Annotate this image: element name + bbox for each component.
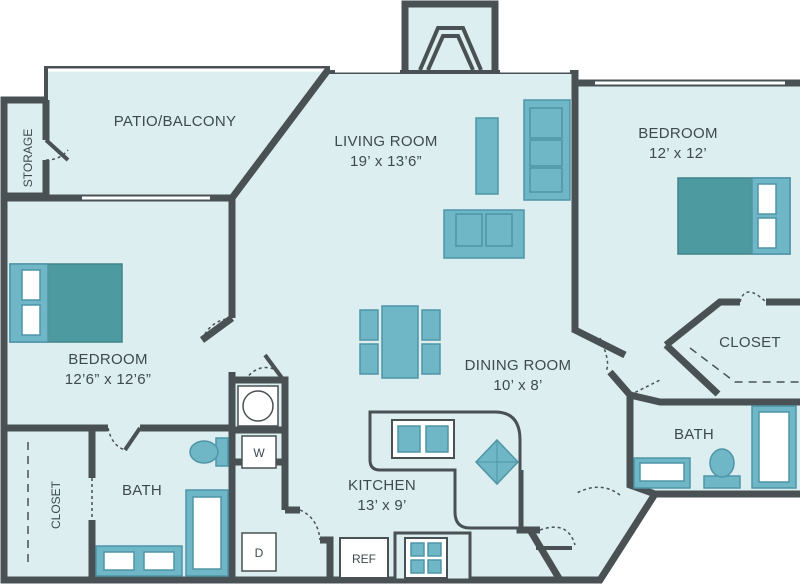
left-closet-label: CLOSET — [49, 480, 63, 529]
left-sink-2 — [143, 551, 175, 571]
fireplace-inner — [426, 34, 475, 71]
sofa-cushion-1 — [529, 107, 563, 139]
left-bath-door-swing — [107, 427, 126, 451]
fireplace — [418, 26, 483, 71]
water-heater-icon — [242, 390, 274, 422]
dryer-label: D — [255, 546, 264, 560]
refrigerator-box — [339, 537, 389, 579]
living-room-size: 19’ x 13’6” — [350, 153, 422, 170]
right-bedroom-top-wall — [571, 70, 800, 87]
loveseat-cushion-2 — [485, 213, 513, 247]
dining-chair-2 — [359, 343, 379, 375]
left-bathtub-inner — [192, 496, 222, 570]
living-room-label: LIVING ROOM — [334, 133, 437, 150]
left-bedroom-size: 12’6” x 12’6” — [65, 371, 151, 388]
right-toilet-bowl — [709, 448, 735, 478]
right-bedroom-label: BEDROOM — [638, 125, 718, 142]
patio-railing — [44, 66, 575, 100]
sink-basin-right — [425, 425, 449, 453]
storage-label: STORAGE — [21, 129, 35, 187]
dining-room-size: 10’ x 8’ — [493, 377, 542, 394]
right-bath-label: BATH — [674, 426, 714, 443]
storage-door-swing — [45, 149, 69, 161]
sofa-cushion-2 — [529, 139, 563, 167]
right-bath-door-swing — [629, 379, 661, 396]
right-closet-door-swing — [739, 291, 767, 303]
tv-console — [475, 117, 499, 195]
right-bedroom-size: 12’ x 12’ — [649, 145, 707, 162]
dining-table — [381, 305, 419, 379]
sofa-cushion-3 — [529, 167, 563, 193]
dining-room-label: DINING ROOM — [465, 357, 572, 374]
left-sink-1 — [103, 551, 135, 571]
right-sink — [639, 462, 685, 482]
dining-chair-4 — [421, 343, 441, 375]
right-closet-shelf — [689, 347, 800, 383]
right-bed-pillow-2 — [757, 217, 777, 249]
washer-label: W — [253, 446, 265, 460]
dining-chair-1 — [359, 309, 379, 341]
left-toilet-bowl — [189, 440, 219, 464]
left-bedroom-label: BEDROOM — [68, 351, 148, 368]
loveseat-cushion-1 — [455, 213, 483, 247]
right-bath-left-wall — [626, 395, 657, 498]
right-closet-wall — [663, 298, 800, 348]
kitchen-door-swing — [299, 509, 321, 541]
left-bed-pillow-2 — [21, 304, 41, 336]
right-closet-label: CLOSET — [719, 334, 781, 351]
left-bed-pillow-1 — [21, 269, 41, 301]
patio-label: PATIO/BALCONY — [114, 113, 237, 130]
right-bath-entry-door — [574, 486, 621, 496]
refrigerator-label: REF — [352, 552, 376, 566]
left-bath-door — [123, 426, 142, 452]
kitchen-size: 13’ x 9’ — [357, 497, 406, 514]
left-bedroom-door-swing — [201, 317, 233, 341]
storage-door — [44, 138, 70, 162]
laundry-wall — [228, 376, 289, 580]
patio-diagonal-wall — [229, 67, 331, 201]
left-bath-label: BATH — [122, 482, 162, 499]
kitchen-left-wall — [285, 506, 334, 580]
dishwasher-lines — [476, 440, 518, 484]
chimney-wall — [401, 0, 499, 70]
burner-3 — [410, 559, 425, 574]
sink-basin-left — [397, 425, 421, 453]
outer-wall — [0, 96, 800, 584]
burner-2 — [427, 542, 442, 557]
bath-hall-wall — [607, 369, 800, 406]
dining-chair-3 — [421, 309, 441, 341]
dryer-box — [241, 532, 277, 572]
kitchen-label: KITCHEN — [348, 477, 416, 494]
right-bathtub-inner — [758, 411, 790, 483]
hall-door — [263, 353, 284, 380]
washer-box — [241, 435, 277, 469]
right-bed-pillow-1 — [757, 183, 777, 215]
floor-area — [4, 4, 800, 580]
right-toilet-tank — [703, 475, 741, 489]
burner-4 — [427, 559, 442, 574]
right-bedroom-left-wall — [571, 83, 627, 359]
burner-1 — [410, 542, 425, 557]
right-closet-bottom-wall — [663, 342, 721, 397]
